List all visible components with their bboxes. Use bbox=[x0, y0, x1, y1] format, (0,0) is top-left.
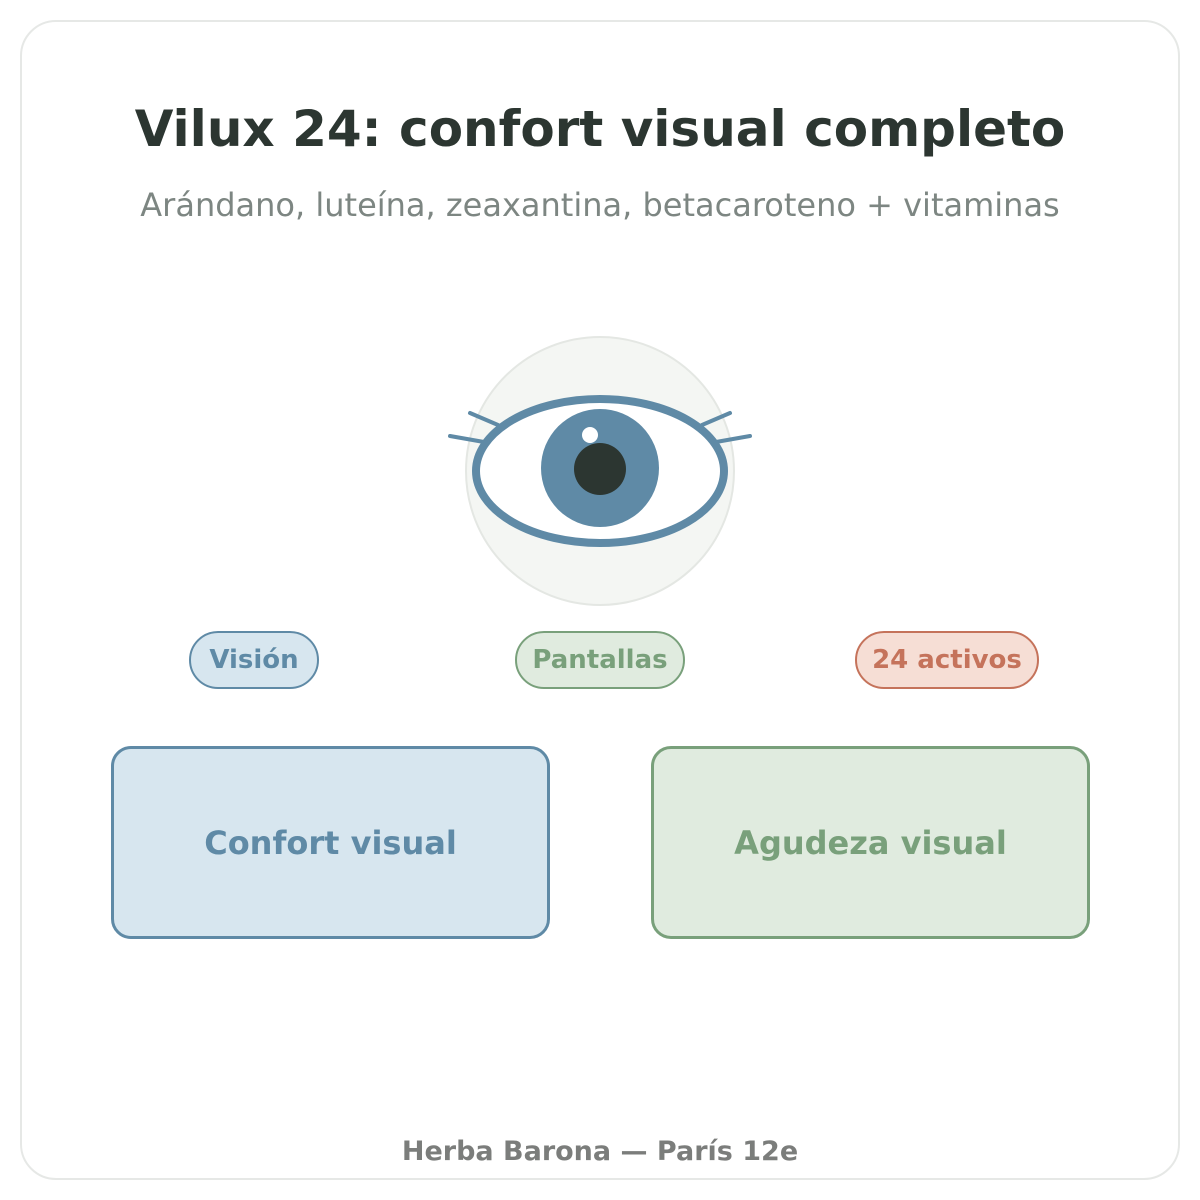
benefit-label: Agudeza visual bbox=[734, 823, 1007, 862]
lash-left-lower bbox=[448, 434, 486, 444]
tag-24-activos: 24 activos bbox=[855, 631, 1039, 689]
footer-credit: Herba Barona — París 12e bbox=[401, 1136, 799, 1167]
page-subtitle: Arándano, luteína, zeaxantina, betacarot… bbox=[140, 186, 1060, 224]
lash-right-lower bbox=[714, 434, 752, 444]
tag-pantallas: Pantallas bbox=[515, 631, 685, 689]
lash-right-upper bbox=[700, 411, 732, 427]
eye-illustration bbox=[440, 330, 760, 610]
eye-icon bbox=[448, 336, 752, 606]
tag-vision: Visión bbox=[189, 631, 319, 689]
tag-label: Visión bbox=[209, 645, 299, 675]
eye-pupil bbox=[574, 443, 626, 495]
tag-label: 24 activos bbox=[872, 645, 1022, 675]
tag-label: Pantallas bbox=[532, 645, 668, 675]
eye-highlight bbox=[582, 427, 598, 443]
page-title: Vilux 24: confort visual completo bbox=[134, 100, 1066, 158]
lash-left-upper bbox=[468, 411, 500, 427]
benefit-confort-visual: Confort visual bbox=[111, 746, 550, 939]
benefit-agudeza-visual: Agudeza visual bbox=[651, 746, 1090, 939]
benefit-label: Confort visual bbox=[204, 823, 457, 862]
